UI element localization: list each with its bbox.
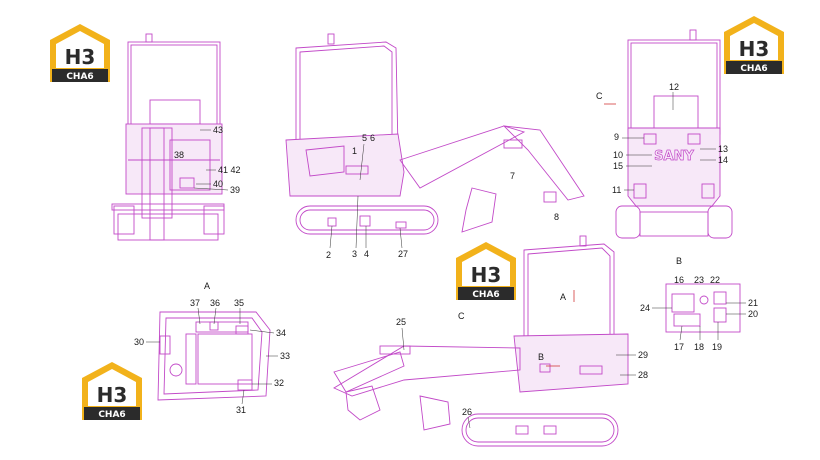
callout-19: 19 bbox=[712, 342, 722, 352]
h3-logo-bottom-left: H3 CHA6 bbox=[82, 362, 142, 420]
logo-text: CHA6 bbox=[66, 72, 93, 82]
callout-11: 11 bbox=[612, 185, 621, 195]
callout-43: 43 bbox=[213, 125, 223, 135]
detail-a-drawing bbox=[157, 311, 271, 401]
callout-16: 16 bbox=[674, 275, 684, 285]
callout-2: 2 bbox=[326, 250, 331, 260]
callout-29: 29 bbox=[638, 350, 648, 360]
detail-b-drawing bbox=[665, 283, 741, 333]
callout-17: 17 bbox=[674, 342, 684, 352]
callout-12: 12 bbox=[669, 82, 679, 92]
view-letter-a: A bbox=[204, 281, 210, 291]
callout-34: 34 bbox=[276, 328, 286, 338]
callout-15: 15 bbox=[613, 161, 623, 171]
callout-6: 6 bbox=[370, 133, 375, 143]
callout-18: 18 bbox=[694, 342, 704, 352]
callout-21: 21 bbox=[748, 298, 758, 308]
callout-27: 27 bbox=[398, 249, 408, 259]
rear-brand-label: SANY bbox=[654, 149, 694, 164]
callout-36: 36 bbox=[210, 298, 220, 308]
callout-7: 7 bbox=[510, 171, 515, 181]
callout-33: 33 bbox=[280, 351, 290, 361]
callout-26: 26 bbox=[462, 407, 472, 417]
h3-logo-top-left: H3 CHA6 bbox=[50, 24, 110, 82]
callout-5: 5 bbox=[362, 133, 367, 143]
callout-22: 22 bbox=[710, 275, 720, 285]
callout-35: 35 bbox=[234, 298, 244, 308]
callout-41-42: 41 42 bbox=[218, 165, 241, 175]
callout-32: 32 bbox=[274, 378, 284, 388]
h3-logo-center: H3 CHA6 bbox=[456, 242, 516, 300]
callout-38: 38 bbox=[174, 150, 184, 160]
callout-31: 31 bbox=[236, 405, 246, 415]
callout-28: 28 bbox=[638, 370, 648, 380]
view-letter-b-arrow-label: B bbox=[538, 352, 544, 362]
logo-mark: H3 bbox=[471, 263, 502, 287]
rear-view-drawing: SANY bbox=[615, 29, 733, 239]
callout-13: 13 bbox=[718, 144, 728, 154]
callout-25: 25 bbox=[396, 317, 406, 327]
callout-20: 20 bbox=[748, 309, 758, 319]
logo-text: CHA6 bbox=[98, 410, 125, 420]
callout-8: 8 bbox=[554, 212, 559, 222]
front-view-drawing bbox=[111, 33, 225, 241]
callout-37: 37 bbox=[190, 298, 200, 308]
view-letter-a-arrow-label: A bbox=[560, 292, 566, 302]
logo-text: CHA6 bbox=[472, 290, 499, 300]
side-view-drawing bbox=[285, 33, 585, 235]
view-c-drawing bbox=[333, 235, 629, 447]
callout-1: 1 bbox=[352, 146, 357, 156]
logo-text: CHA6 bbox=[740, 64, 767, 74]
callout-30: 30 bbox=[134, 337, 144, 347]
view-letter-c-arrow-label: C bbox=[596, 91, 603, 101]
logo-mark: H3 bbox=[65, 45, 96, 69]
callout-40: 40 bbox=[213, 179, 223, 189]
callout-4: 4 bbox=[364, 249, 369, 259]
logo-mark: H3 bbox=[739, 37, 770, 61]
callout-3: 3 bbox=[352, 249, 357, 259]
callout-10: 10 bbox=[613, 150, 623, 160]
callout-24: 24 bbox=[640, 303, 650, 313]
view-letter-c: C bbox=[458, 311, 465, 321]
callout-23: 23 bbox=[694, 275, 704, 285]
view-letter-b: B bbox=[676, 256, 682, 266]
callout-39: 39 bbox=[230, 185, 240, 195]
h3-logo-top-right: H3 CHA6 bbox=[724, 16, 784, 74]
logo-mark: H3 bbox=[97, 383, 128, 407]
callout-14: 14 bbox=[718, 155, 728, 165]
callout-9: 9 bbox=[614, 132, 619, 142]
